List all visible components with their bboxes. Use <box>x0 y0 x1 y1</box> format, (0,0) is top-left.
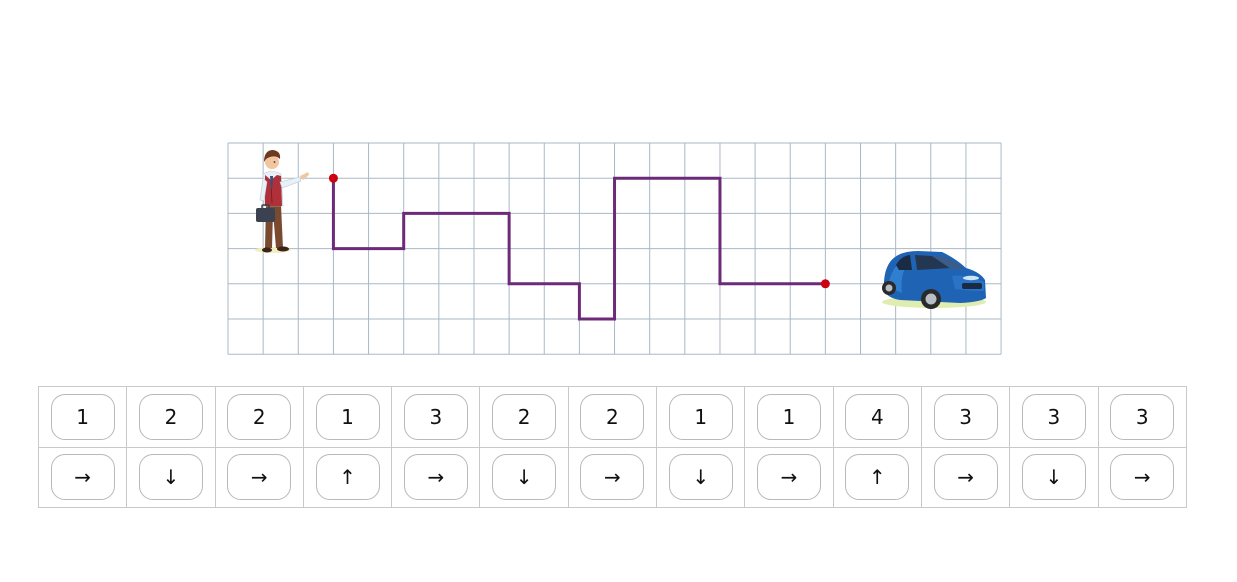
start-point <box>328 173 338 183</box>
number-cell: 3 <box>392 387 481 448</box>
arrow-cell: ↓ <box>657 447 746 508</box>
number-card[interactable]: 2 <box>138 393 203 440</box>
arrow-cell: → <box>921 447 1011 508</box>
arrow-cell: ↑ <box>303 447 393 508</box>
number-card[interactable]: 3 <box>1021 393 1086 440</box>
arrow-card[interactable]: ↓ <box>1021 454 1086 501</box>
blue-car-icon <box>882 251 986 309</box>
number-cell: 2 <box>127 387 216 448</box>
route-path <box>331 176 826 321</box>
game-board <box>227 142 1002 355</box>
arrow-cell: → <box>215 447 304 508</box>
number-card[interactable]: 2 <box>580 393 645 440</box>
arrow-card[interactable]: ↑ <box>315 454 380 501</box>
arrow-cell: ↓ <box>1010 447 1099 508</box>
number-card[interactable]: 3 <box>403 393 468 440</box>
arrow-card[interactable]: → <box>933 454 998 501</box>
businessman-icon <box>255 150 309 253</box>
number-cell: 2 <box>568 387 658 448</box>
number-cell: 1 <box>657 387 746 448</box>
arrow-card[interactable]: → <box>757 454 822 501</box>
arrow-card[interactable]: → <box>580 454 645 501</box>
number-card[interactable]: 3 <box>1110 393 1175 440</box>
arrow-card[interactable]: ↓ <box>668 454 733 501</box>
number-cell: 3 <box>921 387 1011 448</box>
arrow-cell: ↓ <box>480 447 569 508</box>
number-card[interactable]: 2 <box>227 393 292 440</box>
arrow-card[interactable]: → <box>1110 454 1175 501</box>
number-cell: 3 <box>1098 387 1187 448</box>
number-cell: 2 <box>480 387 569 448</box>
end-point <box>820 279 830 289</box>
arrow-cell: ↓ <box>127 447 216 508</box>
arrow-cell: → <box>568 447 658 508</box>
arrow-card[interactable]: ↓ <box>138 454 203 501</box>
arrow-cell: → <box>392 447 481 508</box>
number-card[interactable]: 4 <box>845 393 910 440</box>
number-card[interactable]: 1 <box>757 393 822 440</box>
number-card[interactable]: 1 <box>50 393 115 440</box>
number-cell: 1 <box>303 387 393 448</box>
arrow-card[interactable]: → <box>403 454 468 501</box>
number-cell: 1 <box>745 387 834 448</box>
number-cell: 1 <box>39 387 128 448</box>
arrow-cell: → <box>39 447 128 508</box>
arrow-cell: → <box>1098 447 1187 508</box>
arrow-cell: ↑ <box>833 447 922 508</box>
arrow-card[interactable]: → <box>227 454 292 501</box>
number-cell: 2 <box>215 387 304 448</box>
arrow-cell: → <box>745 447 834 508</box>
number-card[interactable]: 2 <box>492 393 557 440</box>
number-card[interactable]: 3 <box>933 393 998 440</box>
arrow-card[interactable]: → <box>50 454 115 501</box>
number-cell: 4 <box>833 387 922 448</box>
number-cell: 3 <box>1010 387 1099 448</box>
arrow-card[interactable]: ↑ <box>845 454 910 501</box>
arrow-card[interactable]: ↓ <box>492 454 557 501</box>
number-card[interactable]: 1 <box>668 393 733 440</box>
number-card[interactable]: 1 <box>315 393 380 440</box>
